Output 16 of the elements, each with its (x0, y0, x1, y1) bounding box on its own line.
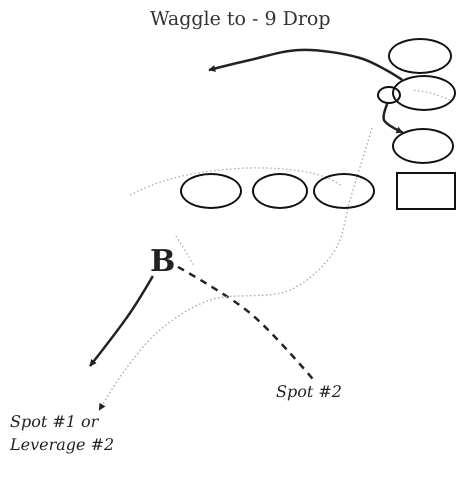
route-label: Spot #2 (276, 380, 376, 404)
player-oval (392, 128, 454, 164)
player-oval (313, 173, 375, 209)
route-arrow (89, 275, 154, 367)
dashed-route-line (98, 128, 373, 411)
player-oval (180, 173, 242, 209)
route-arrow (208, 48, 403, 81)
route-label: Spot #1 or Leverage #2 (10, 410, 150, 456)
player-oval (392, 75, 456, 111)
player-letter: B (150, 240, 178, 284)
player-oval (377, 86, 401, 104)
player-oval (252, 173, 308, 209)
player-oval (388, 38, 452, 74)
dashed-route-line (177, 266, 315, 381)
title: Waggle to - 9 Drop (150, 8, 331, 30)
center-square (396, 172, 456, 210)
